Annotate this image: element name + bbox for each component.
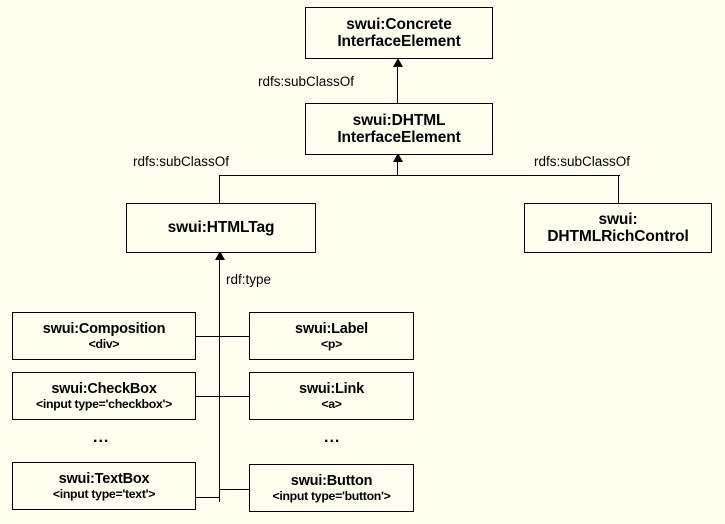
- instance-tag: <p>: [321, 336, 342, 351]
- arrowhead-rdftype: [215, 251, 225, 260]
- edge-label-subclass-top: rdfs:subClassOf: [258, 74, 355, 89]
- instance-node-link[interactable]: swui:Link <a>: [249, 372, 414, 420]
- edge-bus-to-htmltag: [219, 175, 220, 204]
- edge-label-to-trunk: [219, 336, 250, 337]
- edge-label-subclass-left: rdfs:subClassOf: [133, 154, 230, 169]
- instance-name: swui:Composition: [42, 320, 166, 337]
- edge-button-to-trunk: [219, 489, 250, 490]
- edge-composition-to-trunk: [196, 336, 220, 337]
- ellipsis-left-column: ...: [93, 429, 110, 446]
- instance-name: swui:TextBox: [58, 470, 150, 487]
- edge-bus-to-dhtml: [397, 162, 398, 176]
- edge-subclass-bus: [219, 175, 620, 176]
- node-title-line1: swui:Concrete: [346, 15, 452, 33]
- instance-node-composition[interactable]: swui:Composition <div>: [12, 312, 196, 360]
- node-title-line2: InterfaceElement: [337, 129, 461, 146]
- instance-name: swui:Button: [290, 472, 373, 489]
- instance-tag: <input type='checkbox'>: [36, 396, 172, 411]
- edge-label-rdf-type: rdf:type: [226, 272, 272, 287]
- instance-node-button[interactable]: swui:Button <input type='button'>: [249, 464, 414, 512]
- node-title-line1: swui:DHTML: [352, 111, 446, 129]
- instance-tag: <a>: [321, 396, 342, 411]
- node-title-line1: swui:: [598, 210, 638, 228]
- edge-label-subclass-right: rdfs:subClassOf: [534, 154, 631, 169]
- node-title-line1: swui:HTMLTag: [167, 219, 275, 237]
- instance-tag: <input type='text'>: [52, 486, 156, 501]
- edge-link-to-trunk: [219, 396, 250, 397]
- class-node-html-tag[interactable]: swui:HTMLTag: [126, 203, 316, 253]
- instance-tag: <input type='button'>: [272, 488, 391, 503]
- class-node-dhtml-interface-element[interactable]: swui:DHTML InterfaceElement: [305, 103, 493, 155]
- edge-bus-to-richcontrol: [618, 175, 619, 204]
- arrowhead-bus-to-dhtml: [393, 153, 403, 162]
- instance-name: swui:Link: [298, 380, 365, 397]
- arrowhead-dhtml-to-concrete: [393, 58, 403, 67]
- instance-node-label[interactable]: swui:Label <p>: [249, 312, 414, 360]
- instance-node-textbox[interactable]: swui:TextBox <input type='text'>: [12, 462, 196, 510]
- instance-name: swui:Label: [295, 320, 368, 337]
- node-title-line2: DHTMLRichControl: [547, 228, 689, 245]
- class-node-concrete-interface-element[interactable]: swui:Concrete InterfaceElement: [305, 7, 493, 59]
- edge-textbox-to-trunk: [196, 497, 220, 498]
- node-title-line2: InterfaceElement: [337, 33, 461, 50]
- edge-dhtml-to-concrete: [397, 66, 398, 103]
- instance-name: swui:CheckBox: [51, 380, 157, 397]
- edge-checkbox-to-trunk: [196, 396, 220, 397]
- class-node-dhtml-rich-control[interactable]: swui: DHTMLRichControl: [524, 203, 712, 253]
- ellipsis-right-column: ...: [324, 429, 341, 446]
- instance-tag: <div>: [88, 336, 120, 351]
- instance-node-checkbox[interactable]: swui:CheckBox <input type='checkbox'>: [12, 372, 196, 420]
- edge-rdftype-trunk: [219, 259, 220, 502]
